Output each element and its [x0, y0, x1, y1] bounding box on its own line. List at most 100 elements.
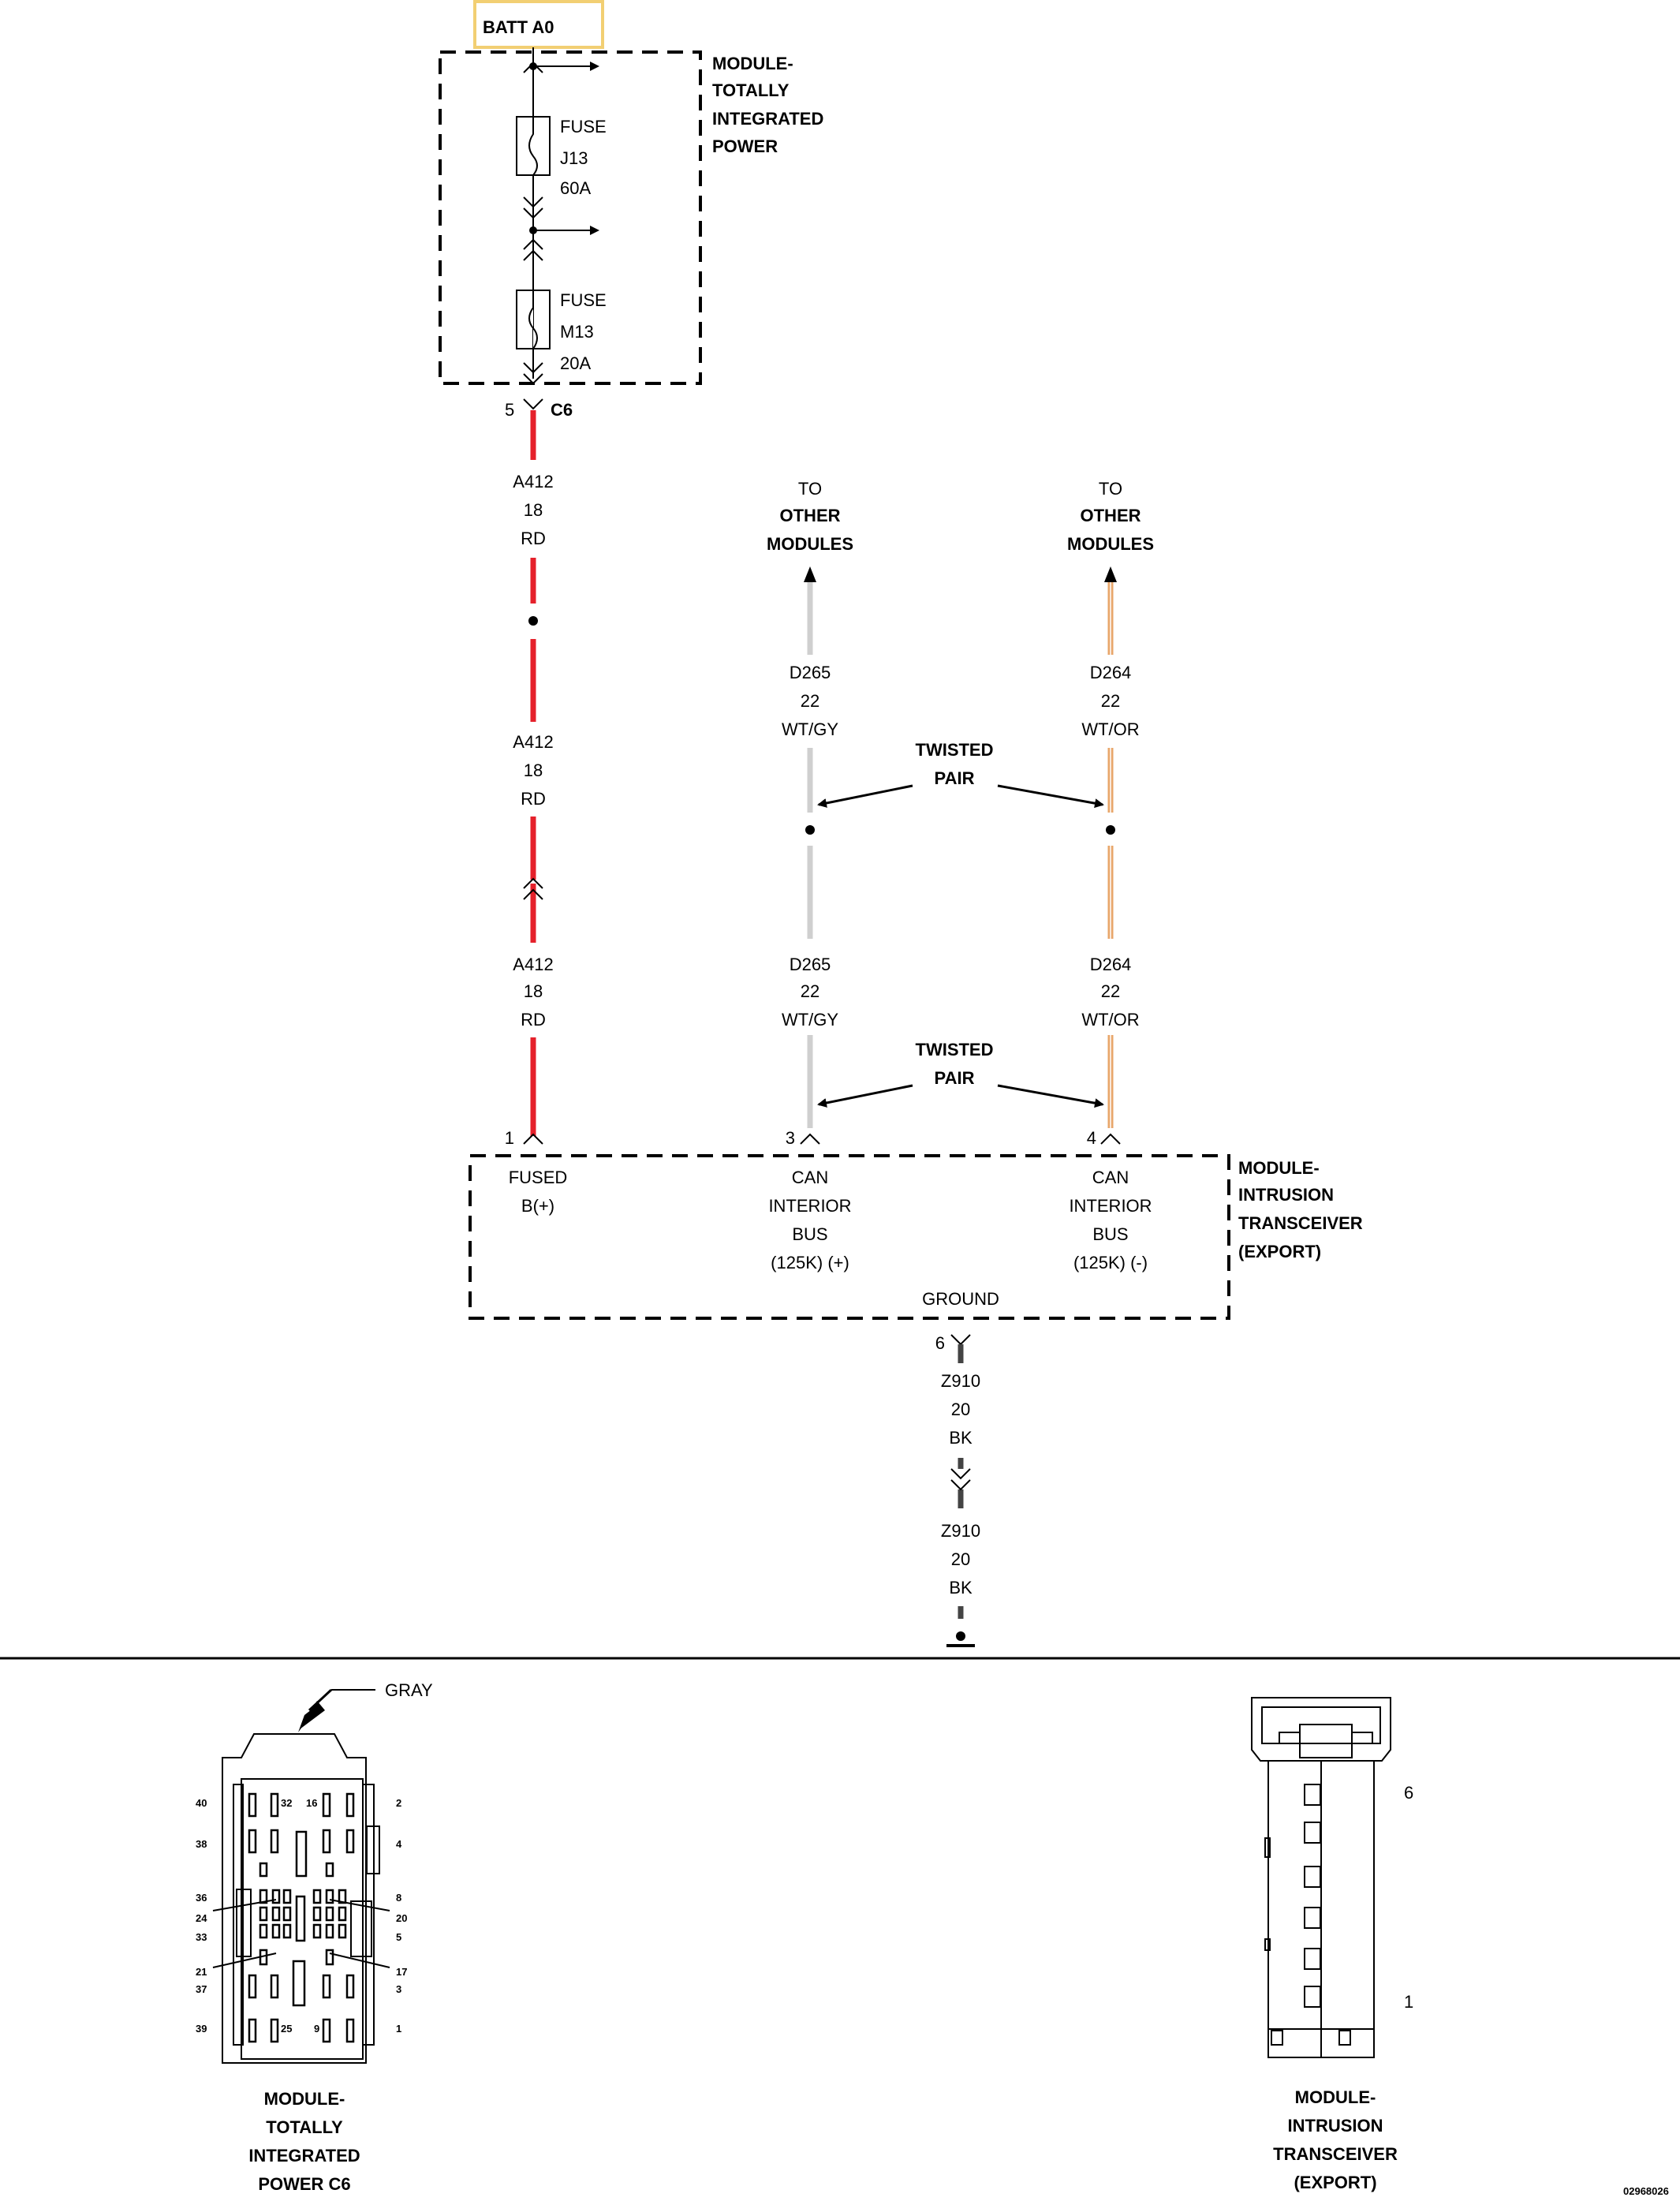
svg-text:22: 22 [1101, 691, 1120, 711]
tipm-internal-circuit [516, 47, 599, 385]
svg-text:WT/GY: WT/GY [782, 719, 838, 739]
tipm-label-2: TOTALLY [712, 80, 790, 100]
c6-connector: 5 C6 [505, 398, 573, 420]
itm-pin-3: 3 CAN INTERIOR BUS (125K) (+) [768, 1128, 851, 1272]
z910-label-1: Z910 20 BK [941, 1371, 980, 1448]
svg-text:22: 22 [801, 981, 819, 1001]
svg-text:D265: D265 [790, 955, 831, 974]
svg-text:36: 36 [196, 1892, 207, 1904]
tipm-label-3: INTEGRATED [712, 109, 823, 129]
svg-text:A412: A412 [513, 472, 553, 491]
svg-text:TO: TO [1099, 479, 1122, 499]
svg-text:9: 9 [314, 2023, 319, 2035]
svg-text:Z910: Z910 [941, 1521, 980, 1541]
svg-text:17: 17 [396, 1966, 407, 1978]
itm-pin-connectors [523, 1133, 1121, 1145]
itm-label-2: INTRUSION [1238, 1185, 1334, 1205]
ground-label: GROUND [922, 1289, 999, 1309]
svg-text:(125K) (+): (125K) (+) [771, 1253, 849, 1272]
svg-text:18: 18 [524, 500, 543, 520]
itm-view-pin-top: 6 [1404, 1783, 1413, 1803]
twisted-pair-annotation-1: TWISTED PAIR [817, 740, 1104, 809]
c6-connector-name: C6 [551, 400, 573, 420]
svg-text:OTHER: OTHER [1081, 506, 1141, 525]
fuse-j13-label: FUSE [560, 117, 607, 136]
svg-text:Z910: Z910 [941, 1371, 980, 1391]
fuse-m13-id: M13 [560, 322, 594, 342]
svg-text:(EXPORT): (EXPORT) [1294, 2173, 1376, 2192]
svg-text:33: 33 [196, 1931, 207, 1943]
svg-text:2: 2 [396, 1797, 401, 1809]
svg-text:BUS: BUS [1092, 1224, 1128, 1244]
d265-splice-dot [805, 825, 815, 835]
c6-color-label: GRAY [385, 1680, 433, 1700]
svg-text:BK: BK [949, 1578, 973, 1598]
itm-pin-4: 4 CAN INTERIOR BUS (125K) (-) [1069, 1128, 1152, 1272]
svg-text:INTEGRATED: INTEGRATED [248, 2146, 360, 2166]
figure-number: 02968026 [1623, 2185, 1669, 2197]
itm-label-1: MODULE- [1238, 1158, 1320, 1178]
svg-text:TOTALLY: TOTALLY [266, 2117, 343, 2137]
a412-splice-dot [528, 616, 538, 626]
svg-text:3: 3 [396, 1983, 401, 1995]
arrow-up-left [804, 566, 816, 582]
svg-text:PAIR: PAIR [935, 1068, 975, 1088]
ground-pin-connector [950, 1334, 971, 1346]
svg-text:18: 18 [524, 981, 543, 1001]
battery-feed: BATT A0 [473, 0, 604, 49]
svg-text:20: 20 [951, 1399, 970, 1419]
fuse-m13-rating: 20A [560, 353, 591, 373]
to-other-modules-right: TO OTHER MODULES [1067, 479, 1154, 554]
itm-label-3: TRANSCEIVER [1238, 1213, 1363, 1233]
svg-text:5: 5 [396, 1931, 401, 1943]
a412-label-3: A412 18 RD [513, 955, 553, 1030]
svg-text:40: 40 [196, 1797, 207, 1809]
svg-text:21: 21 [196, 1966, 207, 1978]
svg-text:8: 8 [396, 1892, 401, 1904]
ground-symbol [946, 1631, 975, 1647]
to-other-modules-left: TO OTHER MODULES [767, 479, 853, 554]
a412-label-2: A412 18 RD [513, 732, 553, 809]
ground-pin-number: 6 [935, 1333, 945, 1353]
c6-view-caption: MODULE- TOTALLY INTEGRATED POWER C6 [248, 2089, 360, 2194]
a412-label-1: A412 18 RD [513, 472, 553, 548]
svg-text:3: 3 [786, 1128, 795, 1148]
itm-connector-view [1251, 1697, 1391, 2058]
z910-label-2: Z910 20 BK [941, 1521, 980, 1598]
c6-color-callout: GRAY [298, 1680, 433, 1732]
c6-pin-labels: 40 32 16 2 38 4 36 8 24 20 33 5 21 17 37… [196, 1797, 407, 2035]
c6-pin-number: 5 [505, 400, 514, 420]
arrow-up-right [1104, 566, 1117, 582]
svg-text:(125K) (-): (125K) (-) [1073, 1253, 1148, 1272]
svg-text:B(+): B(+) [521, 1196, 554, 1216]
svg-text:BK: BK [949, 1428, 973, 1448]
tipm-label-4: POWER [712, 136, 778, 156]
itm-pin-1: 1 FUSED B(+) [505, 1128, 568, 1216]
svg-text:INTRUSION: INTRUSION [1288, 2116, 1383, 2136]
svg-text:38: 38 [196, 1838, 207, 1850]
svg-text:A412: A412 [513, 955, 553, 974]
svg-text:CAN: CAN [1092, 1168, 1129, 1187]
itm-label-4: (EXPORT) [1238, 1242, 1321, 1261]
d264-splice-dot [1106, 825, 1115, 835]
svg-text:TWISTED: TWISTED [916, 740, 994, 760]
c6-pin-cavities [248, 1792, 355, 2043]
svg-text:A412: A412 [513, 732, 553, 752]
a412-inline-connector [523, 877, 543, 900]
fuse-j13-rating: 60A [560, 178, 591, 198]
svg-text:INTERIOR: INTERIOR [768, 1196, 851, 1216]
svg-text:32: 32 [281, 1797, 292, 1809]
svg-text:24: 24 [196, 1912, 207, 1924]
svg-text:RD: RD [521, 789, 546, 809]
svg-text:WT/GY: WT/GY [782, 1010, 838, 1030]
svg-text:POWER C6: POWER C6 [258, 2174, 350, 2194]
fuse-m13-label: FUSE [560, 290, 607, 310]
svg-text:TWISTED: TWISTED [916, 1040, 994, 1059]
svg-text:TRANSCEIVER: TRANSCEIVER [1273, 2144, 1398, 2164]
svg-text:20: 20 [396, 1912, 407, 1924]
svg-text:MODULE-: MODULE- [1295, 2087, 1376, 2107]
z910-inline-connector [950, 1468, 971, 1491]
svg-text:4: 4 [1087, 1128, 1096, 1148]
svg-text:BUS: BUS [792, 1224, 827, 1244]
fuse-j13-id: J13 [560, 148, 588, 168]
